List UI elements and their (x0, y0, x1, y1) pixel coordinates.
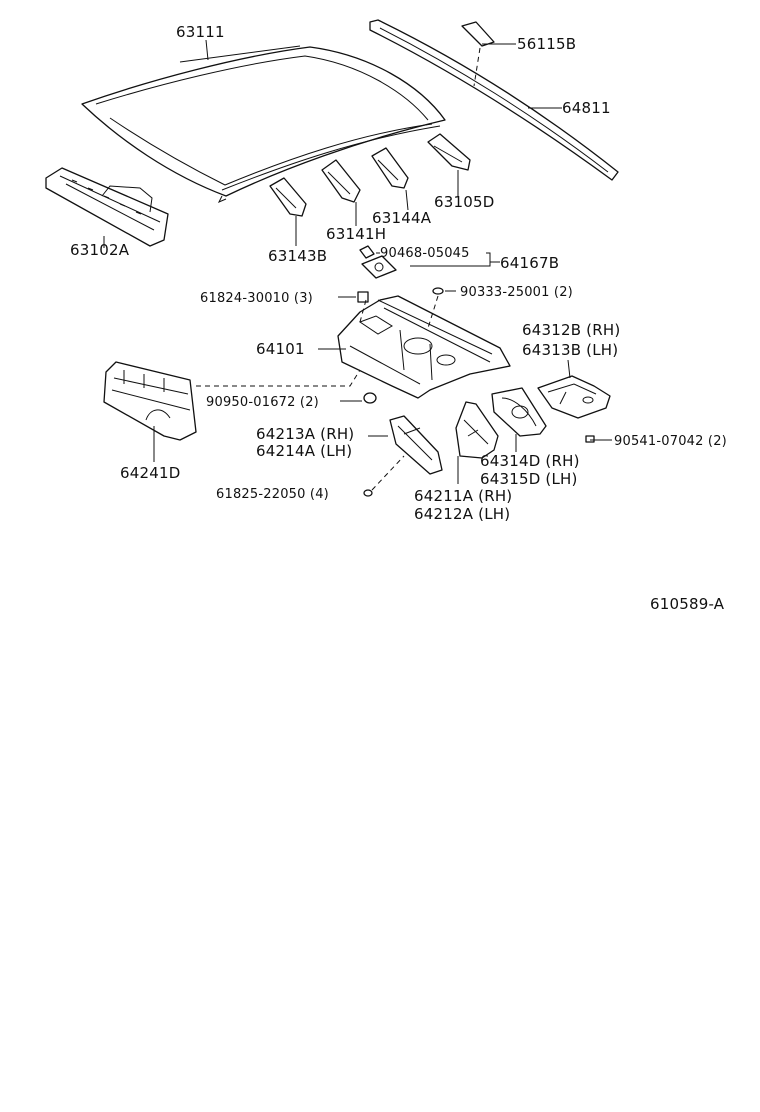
label-bolt-90541: 90541-07042 (2) (614, 434, 727, 449)
label-roof-bow-a: 63144A (372, 209, 432, 227)
label-bracket-64313b: 64313B (LH) (522, 341, 619, 359)
label-nut-61825: 61825-22050 (4) (216, 487, 329, 502)
roof-panel-drawing (81, 45, 446, 203)
label-panel-64211a: 64211A (RH) (414, 487, 513, 505)
label-panel-64212a: 64212A (LH) (414, 505, 511, 523)
label-brace-64315d: 64315D (LH) (480, 470, 578, 488)
label-roof-bow-b: 63143B (268, 247, 328, 265)
label-roof-panel: 63111 (176, 23, 225, 41)
label-grommet-90950: 90950-01672 (2) (206, 395, 319, 410)
front-header-drawing (45, 167, 169, 247)
label-bracket-64167b: 64167B (500, 254, 560, 272)
figure-id: 610589-A (650, 595, 725, 613)
panel-64213a-drawing (389, 415, 443, 475)
brace-64314d-drawing (491, 387, 547, 437)
bracket-64167b-drawing (359, 245, 397, 279)
roof-bows-drawing (269, 133, 471, 217)
package-tray-drawing (337, 295, 511, 399)
label-rear-header: 63105D (434, 193, 495, 211)
label-front-header: 63102A (70, 241, 130, 259)
label-bracket-64312b: 64312B (RH) (522, 321, 621, 339)
label-roof-bow-h: 63141H (326, 225, 387, 243)
label-package-tray: 64101 (256, 340, 305, 358)
label-plug-90333: 90333-25001 (2) (460, 285, 573, 300)
label-nut-61824: 61824-30010 (3) (200, 291, 313, 306)
label-brace-64314d: 64314D (RH) (480, 452, 580, 470)
rear-window-drawing (369, 19, 619, 181)
label-clip-90468: 90468-05045 (380, 246, 470, 261)
label-retainer: 56115B (517, 35, 577, 53)
leader-lines (103, 39, 612, 491)
label-panel-64213a: 64213A (RH) (256, 425, 355, 443)
label-panel-64214a: 64214A (LH) (256, 442, 353, 460)
panel-64211a-drawing (455, 401, 499, 459)
bracket-64312b-drawing (537, 375, 611, 419)
label-lower-panel: 64241D (120, 464, 181, 482)
lower-panel-drawing (103, 361, 197, 441)
label-rear-window: 64811 (562, 99, 611, 117)
